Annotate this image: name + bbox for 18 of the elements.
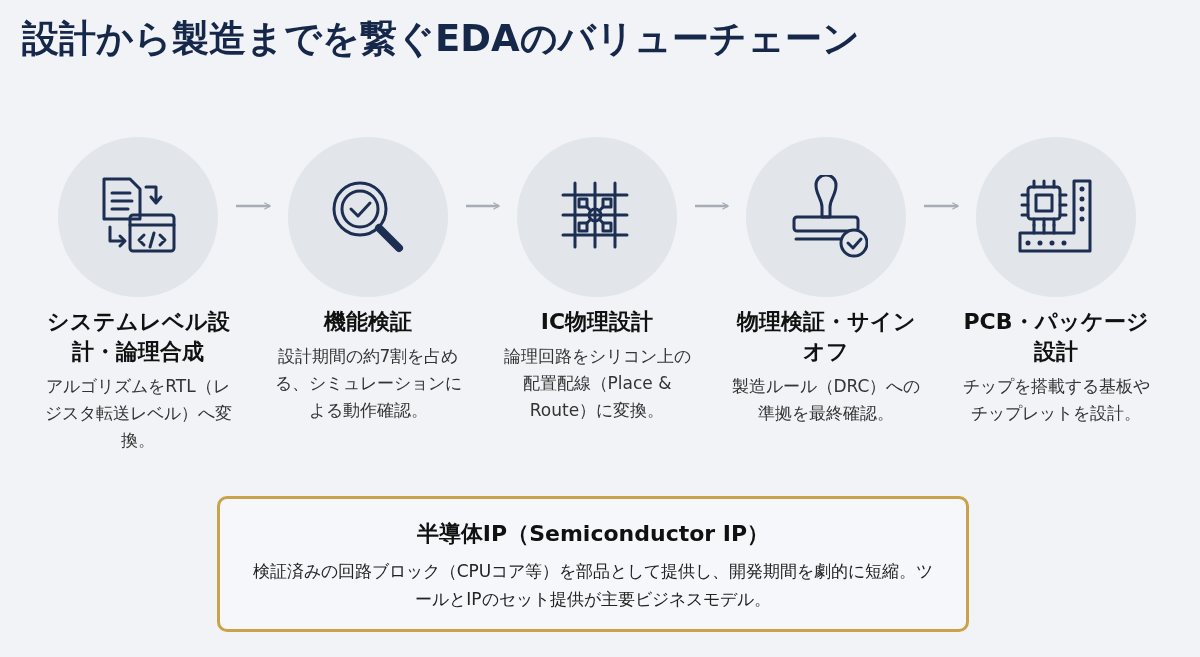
step-description: チップを搭載する基板やチップレットを設計。	[961, 375, 1151, 425]
box-heading: 半導体IP（Semiconductor IP）	[416, 520, 770, 548]
step-heading: 機能検証	[322, 308, 413, 336]
step-heading: 物理検証・サインオフ	[735, 308, 917, 366]
step-heading: システムレベル設計・論理合成	[45, 308, 231, 366]
step-description: 論理回路をシリコン上の配置配線（Place & Route）に変換。	[502, 345, 692, 422]
arrow	[466, 202, 500, 210]
step-description: 設計期間の約7割を占める、シミュレーションによる動作確認。	[273, 345, 463, 422]
step-heading: PCB・パッケージ設計	[962, 308, 1150, 366]
step-description: 製造ルール（DRC）への準拠を最終確認。	[730, 375, 922, 425]
arrow	[236, 202, 271, 210]
box-description: 検証済みの回路ブロック（CPUコア等）を部品として提供し、開発期間を劇的に短縮。ツールとIPのセット提供が主要ビジネスモデル。	[251, 560, 935, 611]
arrow	[695, 202, 729, 210]
step-description: アルゴリズムをRTL（レジスタ転送レベル）へ変換。	[43, 375, 233, 452]
info-box	[217, 496, 969, 632]
step-heading: IC物理設計	[539, 308, 655, 336]
arrow	[924, 202, 959, 210]
title: 設計から製造までを繋ぐEDAのバリューチェーン	[22, 16, 860, 62]
